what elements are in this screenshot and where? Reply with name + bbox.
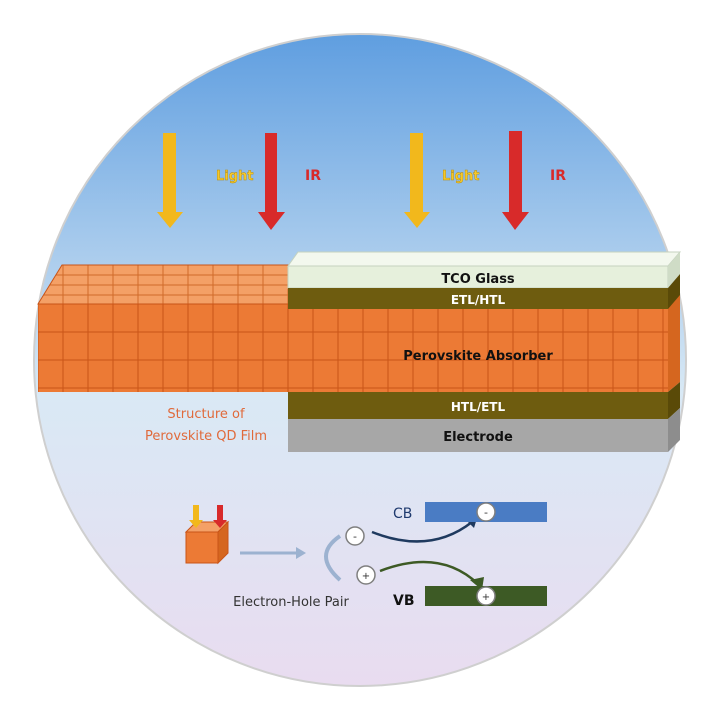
etl-htl-side bbox=[668, 274, 680, 309]
electrode-side bbox=[668, 408, 680, 452]
etl-htl-layer bbox=[288, 288, 668, 309]
caption-line-2: Perovskite QD Film bbox=[145, 429, 267, 444]
electron-transfer-arrow bbox=[371, 521, 473, 543]
htl-etl-layer bbox=[288, 392, 668, 419]
excitation-arrow bbox=[240, 547, 306, 559]
small-ir-arrow bbox=[213, 505, 227, 528]
light-label-right: Light bbox=[442, 169, 480, 184]
htl-etl-label: HTL/ETL bbox=[451, 400, 506, 414]
small-light-arrow bbox=[189, 505, 203, 528]
vb-hole: + bbox=[476, 586, 496, 606]
ir-label-left: IR bbox=[305, 168, 321, 184]
electron-symbol: - bbox=[353, 530, 357, 543]
electrode-layer bbox=[288, 419, 668, 452]
light-arrow-right bbox=[404, 133, 430, 228]
ir-label-right: IR bbox=[550, 168, 566, 184]
tco-glass-label: TCO Glass bbox=[441, 272, 515, 287]
tco-glass-top bbox=[287, 251, 682, 267]
pair-bracket bbox=[324, 534, 342, 582]
tco-glass-side bbox=[668, 252, 680, 288]
vb-label: VB bbox=[393, 593, 415, 609]
hole-particle: + bbox=[356, 565, 376, 585]
qd-film-top-face bbox=[37, 264, 301, 305]
electron-particle: - bbox=[345, 526, 365, 546]
cb-electron: - bbox=[476, 502, 496, 522]
vb-hole-symbol: + bbox=[482, 592, 490, 603]
ir-arrow-right bbox=[502, 131, 529, 230]
etl-htl-label: ETL/HTL bbox=[451, 293, 506, 307]
cb-electron-symbol: - bbox=[484, 506, 488, 519]
qd-cube-icon bbox=[184, 520, 230, 565]
hole-transfer-arrow bbox=[379, 560, 479, 585]
light-label-left: Light bbox=[216, 169, 254, 184]
electrode-label: Electrode bbox=[443, 430, 513, 445]
perovskite-absorber-label: Perovskite Absorber bbox=[403, 349, 553, 364]
caption-line-1: Structure of bbox=[167, 407, 245, 422]
htl-etl-side bbox=[668, 382, 680, 419]
light-arrow-left bbox=[157, 133, 183, 228]
electron-hole-pair-label: Electron-Hole Pair bbox=[233, 595, 349, 610]
hole-symbol: + bbox=[362, 571, 370, 582]
perovskite-absorber-layer bbox=[38, 304, 668, 392]
ir-arrow-left bbox=[258, 133, 285, 230]
cb-label: CB bbox=[393, 506, 412, 522]
absorber-side-face bbox=[668, 290, 680, 392]
